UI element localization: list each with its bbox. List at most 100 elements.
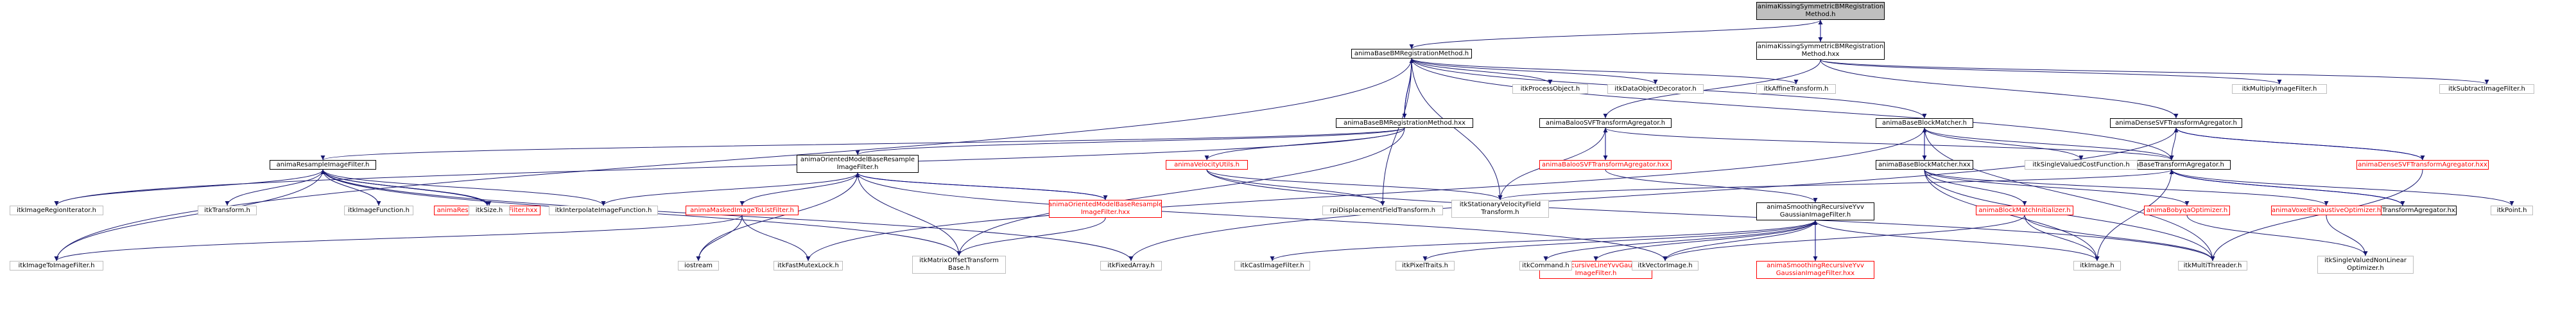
edge-balhxx-to-srvh bbox=[1605, 169, 1818, 203]
edge-bbmhxx-to-itkImageRegionIterator bbox=[54, 127, 1405, 206]
node-itkCommand[interactable]: itkCommand.h bbox=[1519, 261, 1572, 271]
edge-ombrh-to-itkMatrixOffsetTransformBase bbox=[857, 172, 962, 256]
edge-rsfh-to-itkImageFunction bbox=[322, 169, 381, 206]
edge-rsfh-to-itkImageToImageFilter bbox=[54, 169, 324, 262]
edge-bmhxx-to-itkMultiThreader bbox=[1924, 169, 2215, 262]
node-itkCastImageFilter[interactable]: itkCastImageFilter.h bbox=[1234, 261, 1310, 271]
edge-rsfh-to-itkTransform bbox=[225, 169, 324, 206]
node-itkAffineTransform[interactable]: itkAffineTransform.h bbox=[1756, 84, 1836, 94]
edge-ombrh-to-iostream bbox=[696, 172, 858, 262]
edge-bbmh-to-itkAffineTransform bbox=[1411, 58, 1799, 85]
node-bmhxx[interactable]: animaBaseBlockMatcher.hxx bbox=[1876, 160, 1973, 170]
node-dsvfh[interactable]: animaDenseSVFTransformAgregator.h bbox=[2110, 118, 2242, 128]
edge-bbmh-to-itkDataObjectDecorator bbox=[1411, 58, 1658, 85]
node-bmh[interactable]: animaBaseBlockMatcher.h bbox=[1876, 118, 1973, 128]
node-itkStationaryVelocityField[interactable]: itkStationaryVelocityField Transform.h bbox=[1451, 200, 1549, 218]
node-iostream[interactable]: iostream bbox=[678, 261, 719, 271]
edge-mimtl-to-iostream bbox=[696, 215, 743, 262]
edge-velu-to-itkStationaryVelocityField bbox=[1206, 169, 1503, 200]
node-rsfh[interactable]: animaResampleImageFilter.h bbox=[270, 160, 376, 170]
node-balh[interactable]: animaBalooSVFTransformAgregator.h bbox=[1539, 118, 1672, 128]
edge-velu-to-rpiDisplacementFieldTransform bbox=[1206, 169, 1385, 206]
node-btah[interactable]: animaBaseTransformAgregator.h bbox=[2113, 160, 2231, 170]
node-bobyqa[interactable]: animaBobyqaOptimizer.h bbox=[2144, 206, 2230, 215]
node-itkMatrixOffsetTransformBase[interactable]: itkMatrixOffsetTransform Base.h bbox=[912, 256, 1006, 274]
edge-srvh-to-itkImage bbox=[1815, 220, 2100, 262]
edge-srvh-to-rlyv bbox=[1593, 220, 1816, 262]
edge-root-to-bbmh bbox=[1409, 19, 1821, 49]
edge-srvh-to-itkPixelTraits bbox=[1422, 220, 1816, 262]
node-itkImageRegionIterator[interactable]: itkImageRegionIterator.h bbox=[10, 206, 103, 215]
edge-bmmi-to-itkMultiThreader bbox=[2024, 215, 2215, 262]
node-itkMultiThreader[interactable]: itkMultiThreader.h bbox=[2178, 261, 2247, 271]
node-itkInterpolateImageFunction[interactable]: itkInterpolateImageFunction.h bbox=[549, 206, 658, 215]
edge-ombrh-to-itkVectorImage bbox=[857, 172, 1668, 262]
edge-ombrh-to-mimtl bbox=[739, 172, 858, 206]
node-balhxx[interactable]: animaBalooSVFTransformAgregator.hxx bbox=[1539, 160, 1672, 170]
edge-voxel-to-itkSingleValuedNonLinearOptimizer bbox=[2326, 215, 2368, 256]
node-srvh[interactable]: animaSmoothingRecursiveYvv GaussianImage… bbox=[1756, 202, 1874, 220]
edge-btah-to-itkStationaryVelocityField bbox=[1498, 169, 2172, 200]
node-root: animaKissingSymmetricBMRegistration Meth… bbox=[1756, 2, 1885, 20]
edge-srvh-to-itkCastImageFilter bbox=[1270, 220, 1816, 262]
node-itkImageToImageFilter[interactable]: itkImageToImageFilter.h bbox=[10, 261, 103, 271]
node-itkFastMutexLock[interactable]: itkFastMutexLock.h bbox=[774, 261, 843, 271]
node-itkTransform[interactable]: itkTransform.h bbox=[198, 206, 257, 215]
edge-dsvfh-to-btah bbox=[2169, 127, 2177, 161]
node-itkMultiplyImageFilter[interactable]: itkMultiplyImageFilter.h bbox=[2232, 84, 2327, 94]
edge-dsvfhxx-to-dsvfh bbox=[2174, 127, 2423, 161]
edge-ksbmhxx-to-balh bbox=[1603, 59, 1821, 119]
node-itkProcessObject[interactable]: itkProcessObject.h bbox=[1512, 84, 1588, 94]
node-bbmhxx[interactable]: animaBaseBMRegistrationMethod.hxx bbox=[1336, 118, 1473, 128]
edge-dsvfhxx-to-itkMultiThreader bbox=[2210, 169, 2423, 262]
node-itkSingleValuedNonLinearOptimizer[interactable]: itkSingleValuedNonLinear Optimizer.h bbox=[2317, 256, 2414, 274]
node-rpiDisplacementFieldTransform[interactable]: rpiDisplacementFieldTransform.h bbox=[1322, 206, 1443, 215]
node-itkPoint[interactable]: itkPoint.h bbox=[2491, 206, 2533, 215]
edge-rsfh-to-itkInterpolateImageFunction bbox=[322, 169, 606, 206]
node-itkPixelTraits[interactable]: itkPixelTraits.h bbox=[1396, 261, 1455, 271]
edge-bmhxx-to-itkImage bbox=[1924, 169, 2100, 262]
edge-btah-to-itkPoint bbox=[2171, 169, 2514, 206]
node-itkSingleValuedCostFunction[interactable]: itkSingleValuedCostFunction.h bbox=[2025, 160, 2138, 170]
node-itkImage[interactable]: itkImage.h bbox=[2073, 261, 2121, 271]
edge-rsfh-to-itkImageRegionIterator bbox=[54, 169, 324, 206]
edge-bbmhxx-to-ombrh bbox=[855, 127, 1405, 156]
node-ksbmhxx[interactable]: animaKissingSymmetricBMRegistration Meth… bbox=[1756, 42, 1885, 60]
edge-bbmh-to-rpiDisplacementFieldTransform bbox=[1380, 58, 1412, 206]
node-itkDataObjectDecorator[interactable]: itkDataObjectDecorator.h bbox=[1607, 84, 1704, 94]
node-dsvfhxx[interactable]: animaDenseSVFTransformAgregator.hxx bbox=[2356, 160, 2489, 170]
node-bbmh[interactable]: animaBaseBMRegistrationMethod.h bbox=[1351, 49, 1472, 58]
edge-mimtl-to-itkImageToImageFilter bbox=[54, 215, 743, 262]
edge-bmh-to-btah bbox=[1924, 127, 2174, 161]
node-itkImageFunction[interactable]: itkImageFunction.h bbox=[344, 206, 413, 215]
node-voxel[interactable]: animaVoxelExhaustiveOptimizer.h bbox=[2271, 206, 2382, 215]
node-bmmi[interactable]: animaBlockMatchInitializer.h bbox=[1976, 206, 2073, 215]
edge-ombrhxx-to-ombrh bbox=[855, 172, 1106, 200]
edge-bmmi-to-itkImage bbox=[2024, 215, 2100, 262]
node-ombrhxx[interactable]: animaOrientedModelBaseResample ImageFilt… bbox=[1049, 200, 1162, 218]
edge-bbmhxx-to-itkMatrixOffsetTransformBase bbox=[956, 127, 1405, 256]
edge-bmhxx-to-voxel bbox=[1924, 169, 2329, 206]
node-mimtl[interactable]: animaMaskedImageToListFilter.h bbox=[686, 206, 799, 215]
edge-ksbmhxx-to-itkMultiplyImageFilter bbox=[1820, 59, 2282, 85]
edge-btah-to-itkImage bbox=[2095, 169, 2172, 262]
edge-btahxx-to-btah bbox=[2169, 169, 2403, 206]
node-ombrh[interactable]: animaOrientedModelBaseResample ImageFilt… bbox=[797, 155, 919, 173]
edge-bmmi-to-itkVectorImage bbox=[1663, 215, 2025, 262]
node-velu[interactable]: animaVelocityUtils.h bbox=[1166, 160, 1248, 170]
edge-srvh-to-itkVectorImage bbox=[1663, 220, 1816, 262]
edge-rsfh-to-itkFixedArray bbox=[322, 169, 1134, 262]
node-itkVectorImage[interactable]: itkVectorImage.h bbox=[1632, 261, 1699, 271]
node-srvhxx[interactable]: animaSmoothingRecursiveYvv GaussianImage… bbox=[1756, 261, 1874, 279]
edge-balh-to-btah bbox=[1605, 127, 2174, 161]
edge-bmh-to-itkSingleValuedCostFunction bbox=[1924, 127, 2084, 161]
node-itkFixedArray[interactable]: itkFixedArray.h bbox=[1100, 261, 1162, 271]
edge-dsvfh-to-itkFixedArray bbox=[1128, 127, 2177, 262]
node-itkSize[interactable]: itkSize.h bbox=[469, 206, 510, 215]
edge-ombrh-to-itkInterpolateImageFunction bbox=[601, 172, 858, 206]
edge-bmhxx-to-bobyqa bbox=[1924, 169, 2190, 206]
edge-ksbmhxx-to-itkSubtractImageFilter bbox=[1820, 59, 2489, 85]
node-itkSubtractImageFilter[interactable]: itkSubtractImageFilter.h bbox=[2439, 84, 2534, 94]
edge-bobyqa-to-itkSingleValuedNonLinearOptimizer bbox=[2186, 215, 2368, 256]
